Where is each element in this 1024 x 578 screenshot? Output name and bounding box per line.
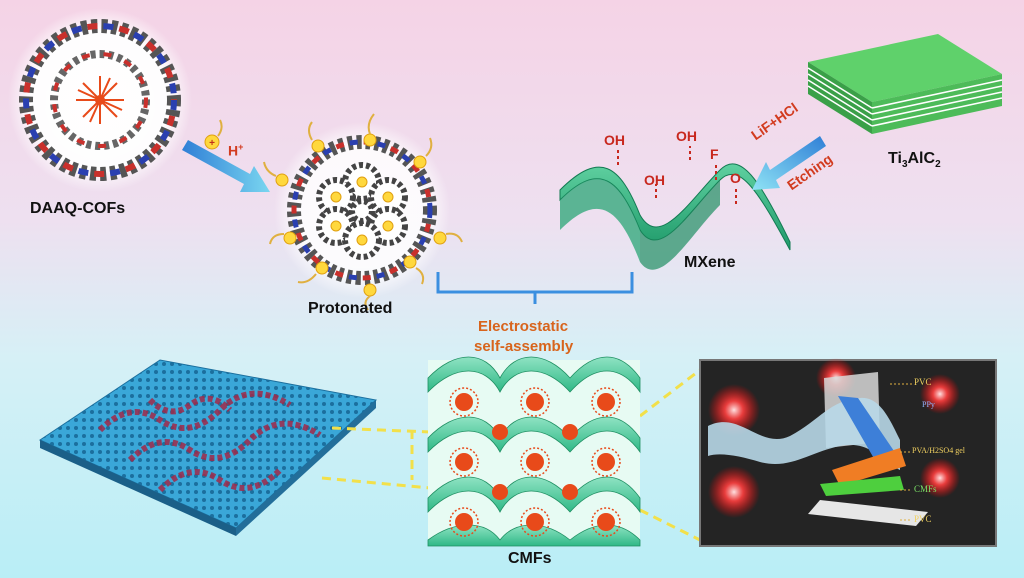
daaq-cofs-label: DAAQ-COFs bbox=[30, 200, 126, 217]
assembly-bracket bbox=[436, 272, 634, 304]
h-plus-label: H+ bbox=[228, 142, 243, 159]
ti3alc2-label: Ti3AlC2 bbox=[888, 150, 941, 170]
ti3alc2-part-a: Ti bbox=[888, 150, 902, 167]
cof-lattice-film bbox=[38, 359, 378, 536]
device-label-cmfs: CMFs bbox=[914, 484, 937, 494]
mxene-group-oh-1: OH bbox=[604, 132, 625, 148]
device-label-pvc-top: PVC bbox=[914, 377, 932, 387]
protonated-label: Protonated bbox=[308, 300, 393, 317]
electrostatic-label-line1: Electrostatic bbox=[478, 318, 569, 335]
protonated-cof-particle bbox=[263, 113, 463, 311]
etching-arrow bbox=[752, 136, 826, 190]
cmf-structure bbox=[427, 356, 641, 547]
device-label-ppy: PPy bbox=[922, 400, 935, 409]
device-photo bbox=[699, 358, 997, 547]
mxene-group-oh-3: OH bbox=[676, 128, 697, 144]
svg-text:+: + bbox=[209, 138, 215, 149]
mxene-group-o: O bbox=[730, 170, 741, 186]
h-plus-text: H bbox=[228, 142, 239, 159]
connector-lines bbox=[321, 368, 701, 542]
ti3alc2-sub-2: 2 bbox=[935, 159, 941, 171]
device-label-pvc-bottom: PVC bbox=[914, 514, 932, 524]
ti3alc2-part-b: AlC bbox=[907, 150, 936, 167]
mxene-group-oh-2: OH bbox=[644, 172, 665, 188]
mxene-group-f: F bbox=[710, 146, 719, 162]
mxene-label: MXene bbox=[684, 254, 736, 271]
device-label-gel: PVA/H2SO4 gel bbox=[912, 446, 965, 455]
daaq-cof-particle bbox=[8, 8, 192, 192]
h-plus-sup: + bbox=[238, 142, 244, 152]
ti3alc2-sub-1: 3 bbox=[901, 159, 908, 171]
electrostatic-label-line2: self-assembly bbox=[474, 338, 574, 355]
mxene-sheet bbox=[559, 146, 791, 270]
protonation-arrow: + bbox=[182, 119, 270, 192]
cmfs-label: CMFs bbox=[508, 550, 552, 567]
ti3alc2-stack bbox=[807, 34, 1003, 134]
